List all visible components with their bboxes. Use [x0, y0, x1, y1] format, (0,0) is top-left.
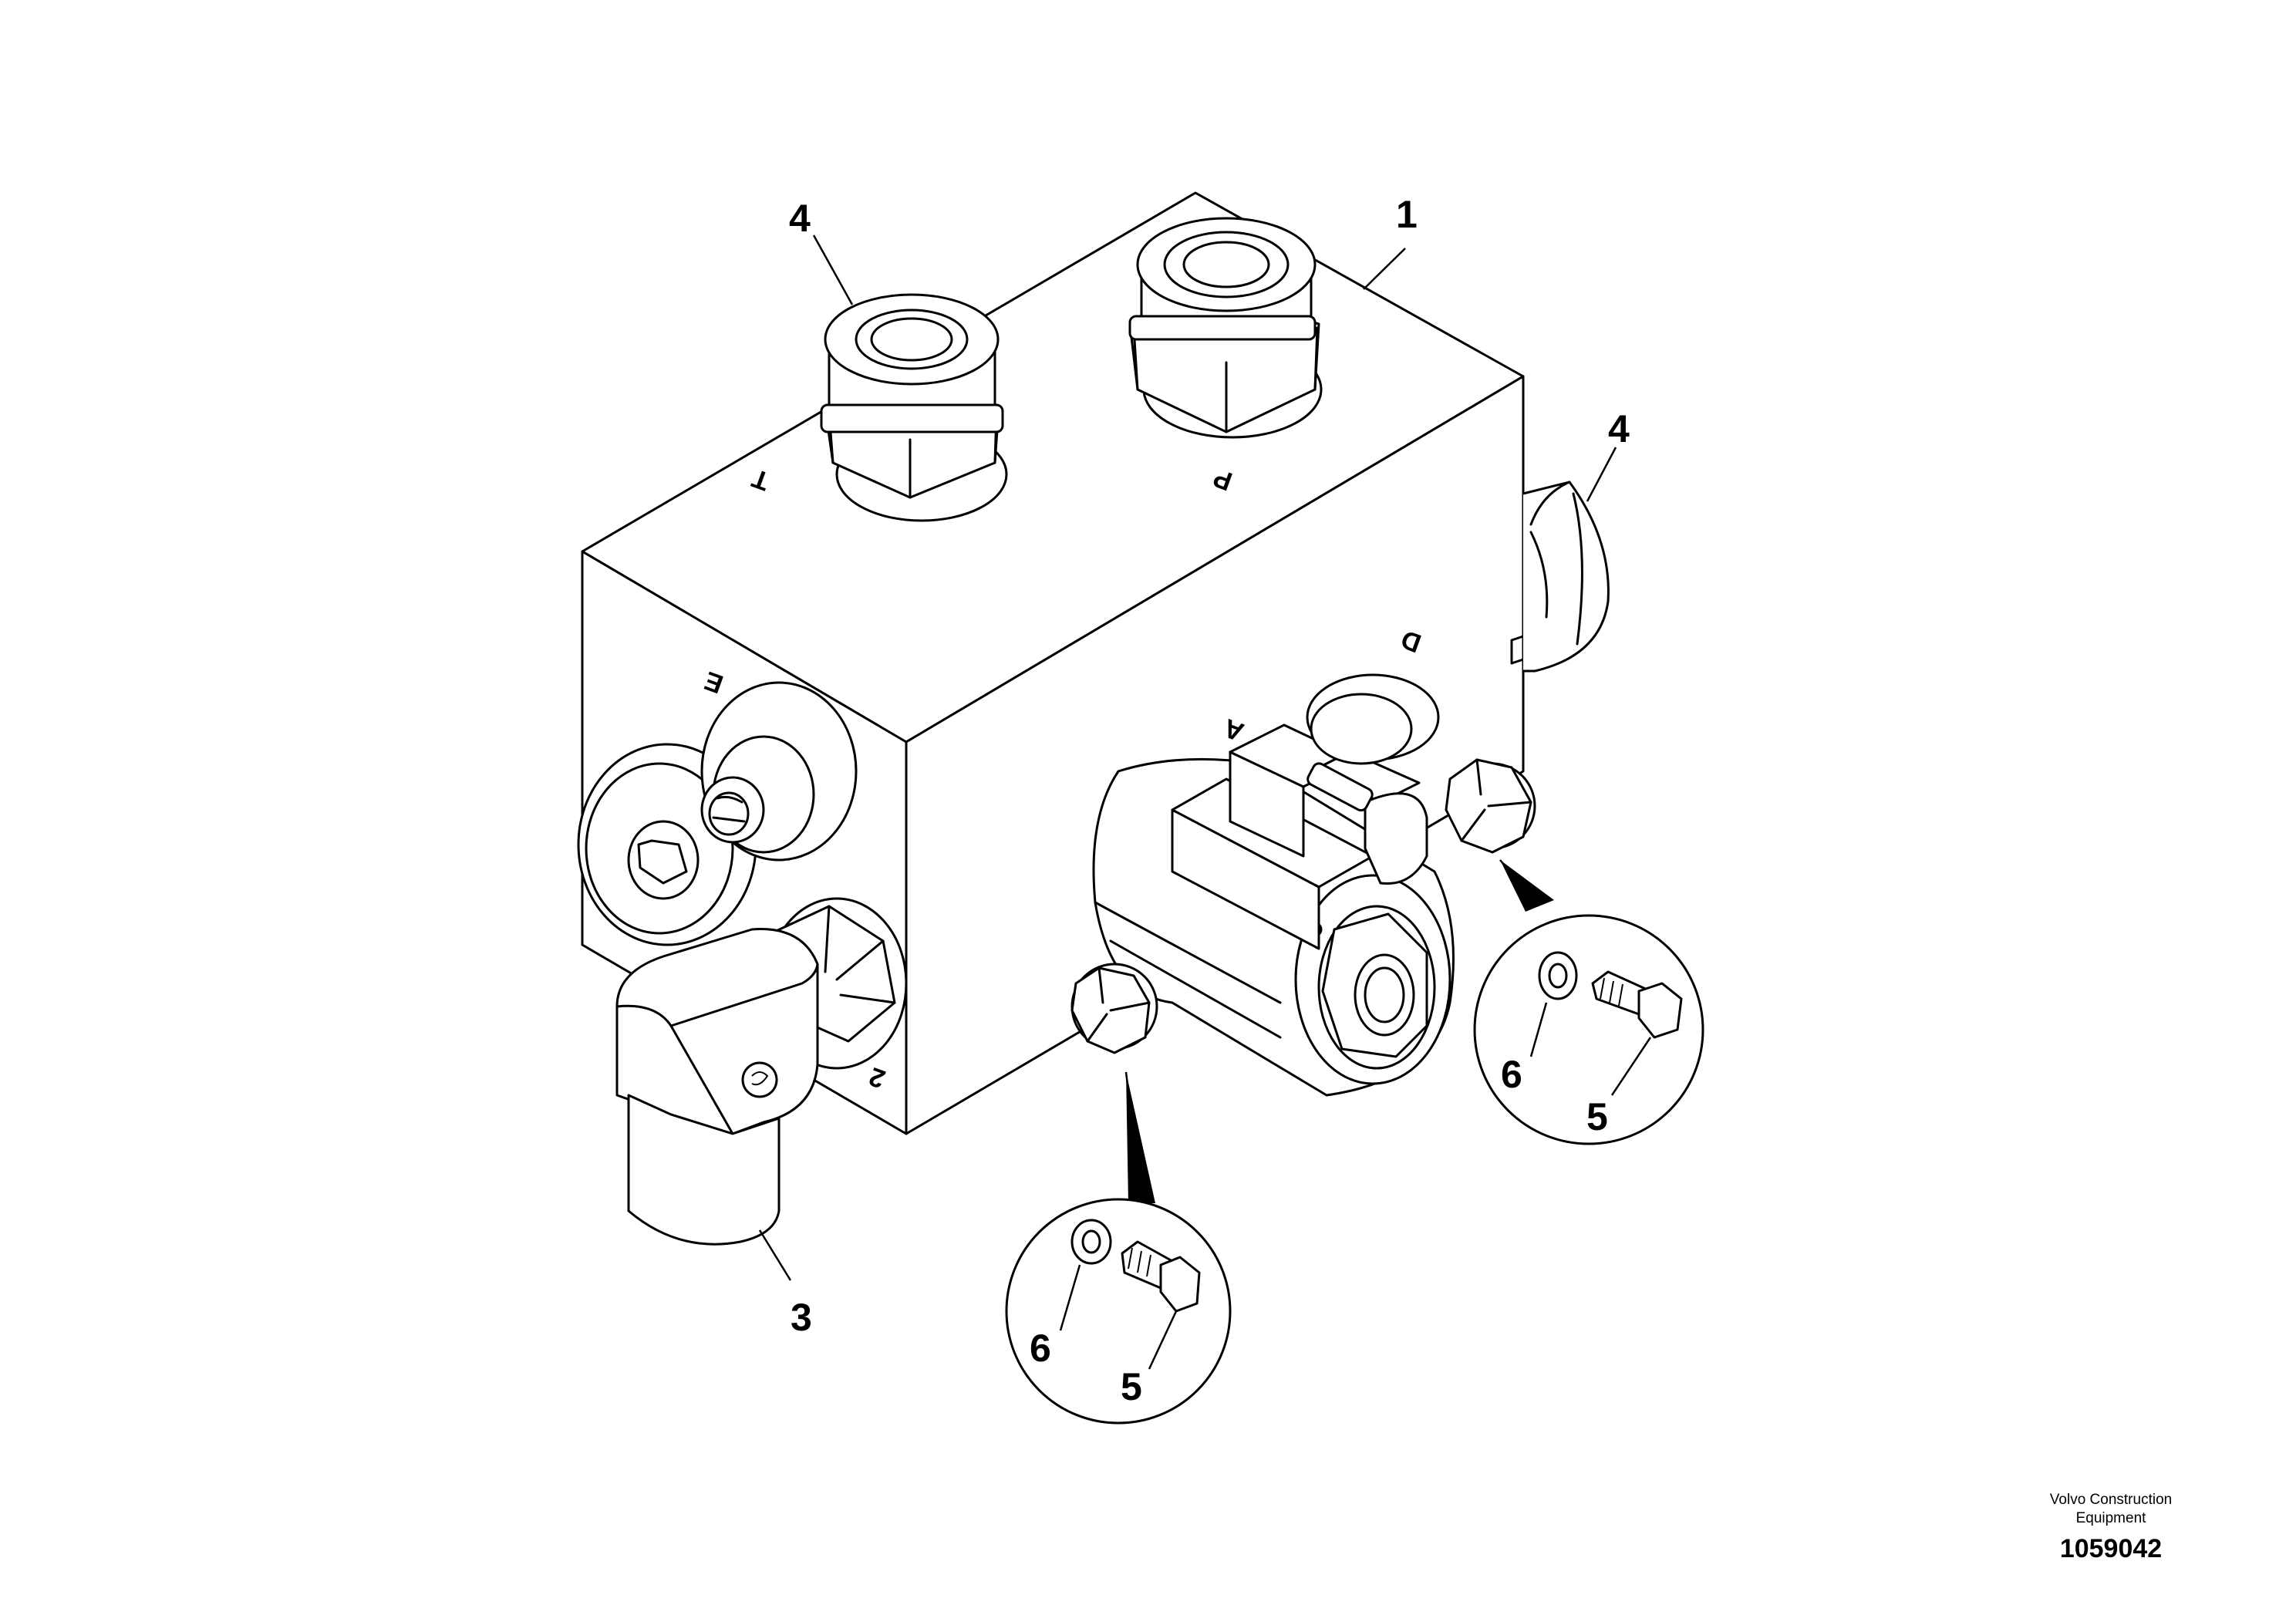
bolt-icon [1121, 1240, 1201, 1313]
detail-bubble-right [1473, 859, 1704, 1145]
drawing-number: 1059042 [2059, 1534, 2163, 1563]
callout-6-right: 6 [1501, 1053, 1522, 1096]
callout-3: 3 [791, 1296, 812, 1339]
washer-icon [1538, 951, 1578, 1000]
callout-labels: 1 4 4 3 6 5 6 5 [789, 193, 1630, 1408]
fitting-right-side [1522, 481, 1610, 673]
port-d-plug [1306, 673, 1440, 765]
detail-bubble-bottom [1005, 1071, 1232, 1425]
elbow-fitting [615, 928, 819, 1246]
callout-1: 1 [1396, 193, 1418, 236]
callout-leaders [758, 234, 1617, 1281]
manufacturer-name-line-2: Equipment [2075, 1510, 2146, 1526]
mounting-bolt-bottom [1070, 963, 1158, 1054]
fitting-t-port [820, 293, 1008, 522]
coil-electrical-connector [1171, 723, 1428, 950]
title-block: Volvo Construction Equipment 1059042 [1995, 1491, 2227, 1564]
hex-socket-plug [577, 743, 757, 946]
bolt-icon [1591, 970, 1683, 1039]
mounting-bolt-right [1445, 758, 1536, 854]
callout-4-right: 4 [1608, 407, 1630, 450]
callout-5-bottom: 5 [1121, 1365, 1142, 1408]
manufacturer-name-line-1: Volvo Construction [2049, 1492, 2173, 1508]
fitting-p-port [1128, 217, 1323, 439]
callout-6-bottom: 6 [1030, 1327, 1051, 1370]
callout-5-right: 5 [1586, 1095, 1608, 1138]
washer-icon [1070, 1219, 1112, 1265]
callout-4-top-left: 4 [789, 197, 811, 240]
fitting-e-port [700, 681, 858, 862]
